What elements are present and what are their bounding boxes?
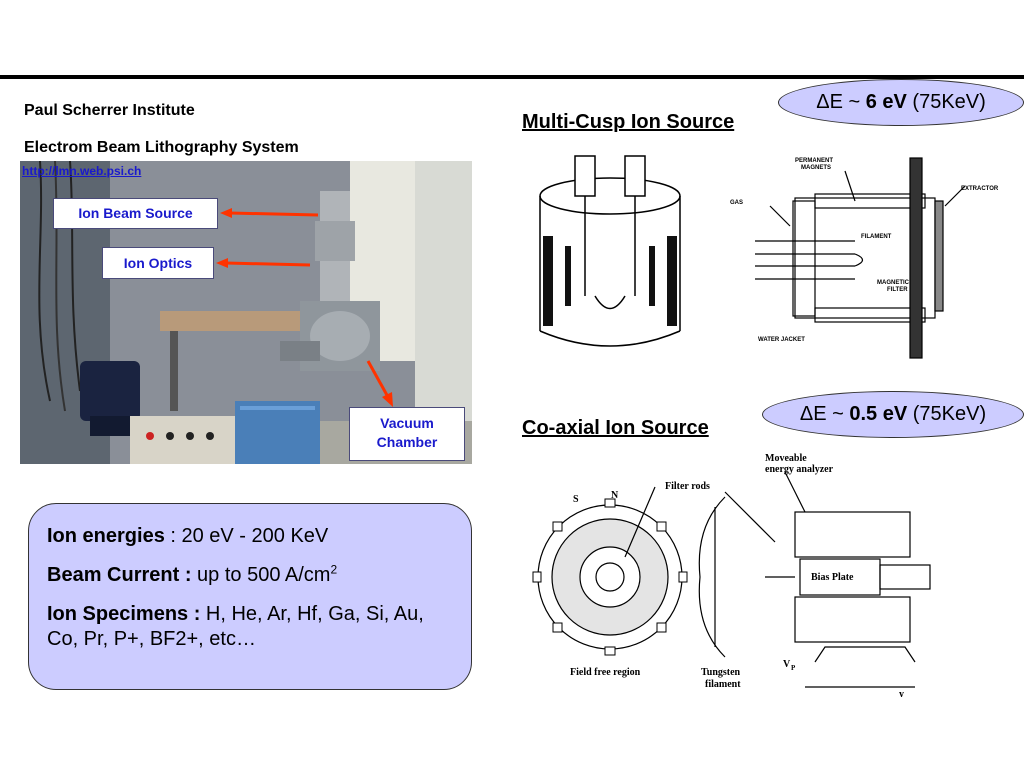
moveable-label: Moveable xyxy=(765,453,807,464)
ion-beam-source-label: Ion Beam Source xyxy=(53,198,218,229)
multi-cusp-diagram: PERMANENT MAGNETS EXTRACTOR GAS FILAMENT… xyxy=(525,146,1005,371)
vacuum-line1: Vacuum xyxy=(380,415,434,431)
extractor-label: EXTRACTOR xyxy=(961,186,999,192)
coaxial-energy-spread: ΔE ~ 0.5 eV (75KeV) xyxy=(762,391,1024,438)
coaxial-diagram: Moveable energy analyzer Filter rods Bia… xyxy=(525,447,1005,702)
multi-cusp-energy-spread: ΔE ~ 6 eV (75KeV) xyxy=(778,79,1024,126)
water-jacket-label: WATER JACKET xyxy=(758,337,805,343)
institute-name: Paul Scherrer Institute xyxy=(24,102,195,119)
n-pole-label: N xyxy=(611,490,619,501)
coaxial-title: Co-axial Ion Source xyxy=(522,417,709,439)
website-link[interactable]: http://lmn.web.psi.ch xyxy=(22,164,142,178)
ion-optics-label: Ion Optics xyxy=(102,247,214,279)
vacuum-chamber-label: Vacuum Chamber xyxy=(349,407,465,461)
multi-cusp-title: Multi-Cusp Ion Source xyxy=(522,111,735,133)
ion-energies-line: Ion energies : 20 eV - 200 KeV xyxy=(47,525,329,547)
energy-analyzer-label: energy analyzer xyxy=(765,464,834,475)
system-name: Electrom Beam Lithography System xyxy=(24,139,299,156)
top-rule xyxy=(0,75,1024,79)
filter-rods-label: Filter rods xyxy=(665,481,710,492)
vacuum-line2: Chamber xyxy=(376,434,438,450)
s-pole-label: S xyxy=(573,494,579,505)
magnets-label: MAGNETS xyxy=(801,165,831,171)
field-free-label: Field free region xyxy=(570,667,641,678)
beam-current-line: Beam Current : up to 500 A/cm2 xyxy=(47,562,338,586)
bias-plate-label: Bias Plate xyxy=(811,572,854,583)
filter-label: FILTER xyxy=(887,287,908,293)
vp-label: V xyxy=(783,659,791,670)
filament-label-coax: filament xyxy=(705,679,741,690)
ion-specimens-line: Ion Specimens : H, He, Ar, Hf, Ga, Si, A… xyxy=(47,603,424,650)
ion-properties-box: Ion energies : 20 eV - 200 KeV Beam Curr… xyxy=(28,503,472,690)
y-axis-label: y xyxy=(899,689,904,697)
tungsten-label: Tungsten xyxy=(701,667,741,678)
filament-label: FILAMENT xyxy=(861,234,892,240)
vp-subscript: P xyxy=(791,664,796,672)
gas-label: GAS xyxy=(730,200,743,206)
magnetic-label: MAGNETIC xyxy=(877,280,910,286)
permanent-label: PERMANENT xyxy=(795,158,833,164)
